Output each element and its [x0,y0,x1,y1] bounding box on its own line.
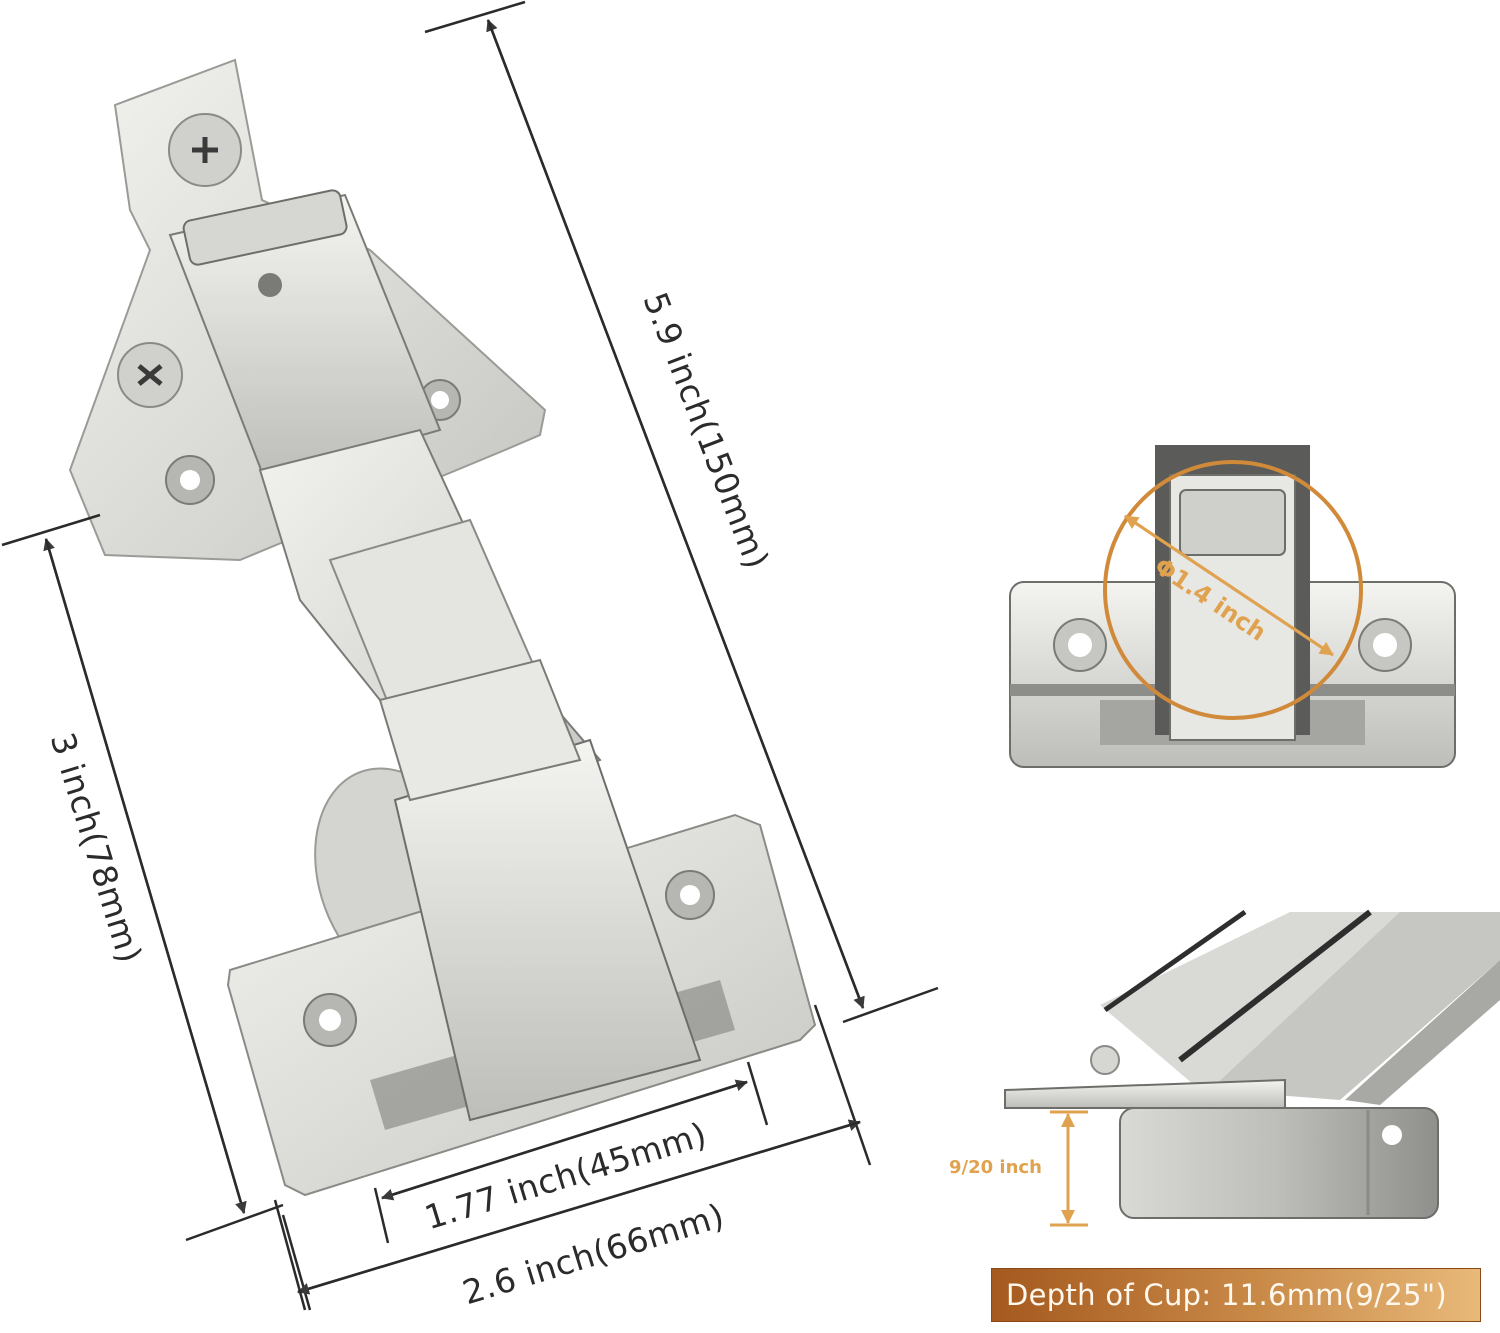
main-hinge-illustration [68,58,817,1197]
side-view-inset [1004,909,1500,1227]
cup-depth-banner: Depth of Cup: 11.6mm(9/25") [991,1268,1481,1322]
cup-height-label: 9/20 inch [949,1157,1042,1178]
dimension-lines [1,0,939,1311]
cup-depth-text: Depth of Cup: 11.6mm(9/25") [1006,1278,1448,1312]
top-view-inset [1009,445,1456,768]
